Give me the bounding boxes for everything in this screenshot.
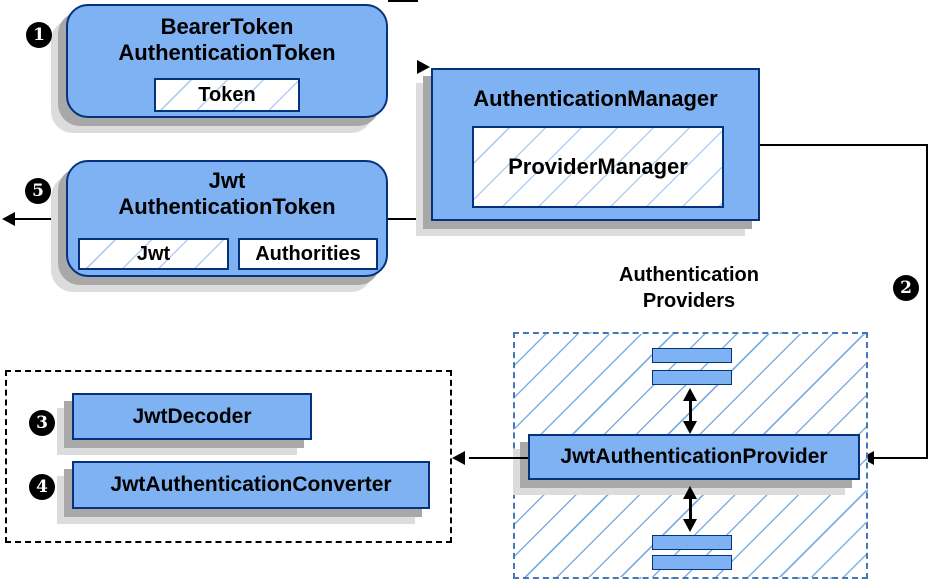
jwt-token-title-line2: AuthenticationToken: [118, 194, 336, 219]
manager-to-jwttoken-line: [388, 218, 431, 220]
jwt-decoder-label: JwtDecoder: [132, 404, 252, 428]
step2-vertical-line: [926, 144, 928, 459]
authorities-chip-label: Authorities: [255, 242, 361, 265]
jwt-decoder-box: JwtDecoder: [72, 393, 312, 440]
bearer-token-authentication-token-box: BearerToken AuthenticationToken Token: [66, 4, 388, 118]
authentication-manager-title: AuthenticationManager: [473, 86, 718, 111]
bearer-to-manager-line: [388, 0, 418, 2]
step-4-badge: 4: [29, 474, 55, 500]
provider-manager-chip: ProviderManager: [472, 126, 724, 208]
double-arrow-top-line: [689, 398, 692, 426]
provider-stack-bar: [652, 535, 732, 550]
jwt-chip: Jwt: [78, 238, 229, 270]
double-arrow-up-icon: [683, 388, 697, 401]
jwt-authentication-converter-box: JwtAuthenticationConverter: [72, 461, 430, 509]
provider-to-helpers-arrowhead-icon: [452, 451, 465, 465]
jwt-authentication-provider-label: JwtAuthenticationProvider: [560, 445, 828, 468]
token-chip-label: Token: [198, 83, 256, 106]
jwt-chip-label: Jwt: [136, 242, 171, 265]
step-5-badge: 5: [25, 178, 51, 204]
step2-top-line: [760, 144, 928, 146]
double-arrow-down-icon: [683, 519, 697, 532]
double-arrow-down-icon: [683, 421, 697, 434]
jwt-token-title-line1: Jwt: [208, 168, 246, 193]
step2-bottom-line: [874, 457, 928, 459]
helpers-dashed-box: [5, 370, 452, 543]
response-out-arrowhead-icon: [2, 212, 15, 226]
double-arrow-bottom-line: [689, 496, 692, 524]
provider-to-helpers-line: [469, 457, 528, 459]
token-chip: Token: [154, 78, 300, 112]
response-out-line: [14, 218, 66, 220]
authentication-providers-heading: Authentication Providers: [561, 262, 817, 314]
authentication-manager-box: AuthenticationManager ProviderManager: [431, 68, 760, 221]
jwt-authentication-provider-box: JwtAuthenticationProvider: [528, 434, 860, 480]
provider-stack-bar: [652, 370, 732, 385]
bearer-token-title: BearerToken AuthenticationToken: [68, 14, 386, 66]
provider-stack-bar: [652, 555, 732, 570]
step-1-badge: 1: [26, 22, 52, 48]
step-3-badge: 3: [29, 410, 55, 436]
authorities-chip: Authorities: [238, 238, 378, 270]
jwt-authentication-token-box: Jwt AuthenticationToken Jwt Authorities: [66, 160, 388, 277]
bearer-token-title-line1: BearerToken: [160, 14, 294, 39]
authentication-providers-heading-line2: Providers: [642, 290, 736, 312]
provider-manager-label: ProviderManager: [508, 154, 688, 179]
bearer-token-title-line2: AuthenticationToken: [118, 40, 336, 65]
jwt-authentication-converter-label: JwtAuthenticationConverter: [110, 473, 392, 496]
provider-stack-bar: [652, 348, 732, 363]
jwt-token-title: Jwt AuthenticationToken: [68, 168, 386, 220]
bearer-to-manager-arrowhead-icon: [417, 60, 430, 74]
authentication-providers-heading-line1: Authentication: [619, 264, 759, 286]
double-arrow-up-icon: [683, 486, 697, 499]
step-2-badge: 2: [893, 275, 919, 301]
